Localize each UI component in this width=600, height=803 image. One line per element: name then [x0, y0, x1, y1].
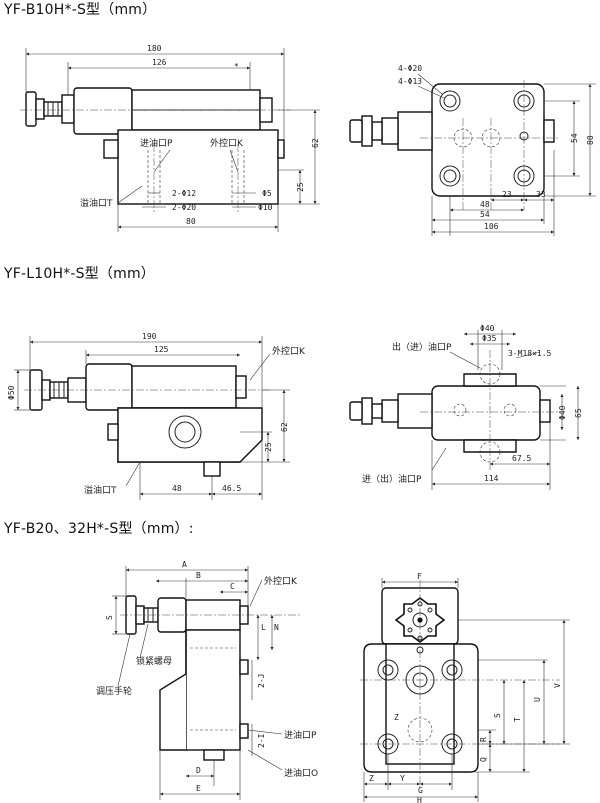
b10-label-ext: 外控口K: [210, 137, 244, 149]
section-title-l10: YF-L10H*-S型（mm）: [4, 266, 156, 282]
l10-front-view: 190 125 Φ50 外控口K 62 25 溢油口T 48 46.5: [7, 332, 306, 500]
b20-label-2I: 2-I: [257, 733, 266, 748]
l10-side-view: Φ40 Φ35 出（进）油口P 3-M18×1.5 Φ40 65 67.5 进（…: [349, 324, 583, 490]
l10-dim-46-5: 46.5: [222, 484, 241, 493]
l10-dim-phi50: Φ50: [7, 385, 16, 400]
b10-mark: *: [234, 62, 239, 71]
b10-side-dim-80v: 80: [586, 135, 595, 145]
b10-label-2phi20: 2-Φ20: [172, 203, 196, 212]
b20-side-dim-H: H: [417, 796, 422, 803]
b10-label-2phi12: 2-Φ12: [172, 189, 196, 198]
b10-label-overflow: 溢油口T: [80, 197, 113, 209]
l10-dim-190: 190: [142, 332, 157, 341]
b20-side-dim-V: V: [553, 683, 562, 688]
b20-side-dim-U: U: [533, 697, 542, 702]
b20-side-dim-G: G: [418, 786, 423, 795]
b20-side-view: F Z Z Y G H S T U V R Q: [360, 572, 570, 803]
b20-dim-N: N: [274, 623, 279, 632]
l10-side-label-m18: 3-M18×1.5: [508, 349, 552, 358]
l10-side-phi40: Φ40: [480, 324, 495, 333]
b20-side-dim-F: F: [417, 572, 422, 581]
l10-label-overflow: 溢油口T: [84, 484, 117, 496]
b10-label-phi10: Φ10: [258, 203, 273, 212]
b20-dim-E: E: [196, 784, 201, 793]
b10-side-dim-54v: 54: [570, 133, 579, 143]
l10-side-label-inout: 进（出）油口P: [362, 473, 422, 485]
l10-side-dim-114: 114: [484, 474, 499, 483]
b20-side-dim-R: R: [479, 737, 488, 742]
b10-side-dim-48: 48: [480, 200, 490, 209]
b20-front-view: A B C S 外控口K L N 锁紧螺母 调压手轮 2-J 2-I 进油口P …: [96, 560, 318, 800]
l10-dim-125: 125: [154, 345, 169, 354]
b10-dim-25: 25: [296, 182, 305, 192]
b20-label-outlet: 进油口O: [284, 767, 318, 779]
section-title-b20: YF-B20、32H*-S型（mm）:: [4, 521, 194, 537]
b10-front-view: 180 126 * 62 25 80 2-Φ12 2-Φ20 Φ5 Φ10 溢油…: [20, 44, 320, 232]
l10-label-ext: 外控口K: [272, 345, 306, 357]
b20-side-dim-Z1: Z: [394, 713, 399, 722]
b20-side-dim-Z2: Z: [369, 774, 374, 783]
l10-dim-25: 25: [264, 442, 273, 452]
b10-dim-126: 126: [152, 58, 167, 67]
l10-side-dim-65: 65: [574, 408, 583, 418]
b10-side-dim-23: 23: [502, 190, 512, 199]
b20-label-2J: 2-J: [257, 674, 266, 688]
l10-dim-62: 62: [280, 422, 289, 432]
b20-dim-C: C: [230, 582, 235, 591]
b20-label-wheel: 调压手轮: [96, 685, 132, 697]
b20-dim-D: D: [196, 766, 201, 775]
l10-side-phi35: Φ35: [482, 334, 497, 343]
b10-label-4phi20: 4-Φ20: [398, 64, 422, 73]
l10-side-phi40v: Φ40: [558, 405, 567, 420]
section-title-b10: YF-B10H*-S型（mm）: [4, 2, 157, 18]
b10-side-dim-54: 54: [480, 210, 490, 219]
b20-side-dim-T: T: [513, 717, 522, 722]
b10-side-dim-106: 106: [484, 222, 499, 231]
b20-dim-L: L: [261, 623, 266, 632]
b10-dim-180: 180: [147, 44, 162, 53]
b20-side-dim-Y: Y: [400, 774, 405, 783]
l10-dim-48: 48: [172, 484, 182, 493]
b10-side-dim-33: 33: [536, 190, 546, 199]
b20-dim-A: A: [182, 560, 187, 569]
b20-side-dim-Q: Q: [479, 757, 488, 762]
b20-side-dim-Sr: S: [493, 713, 502, 718]
b10-label-4phi13: 4-Φ13: [398, 77, 422, 86]
b20-dim-B: B: [196, 571, 201, 580]
b20-label-ext: 外控口K: [264, 575, 298, 587]
b10-label-inlet: 进油口P: [140, 137, 173, 149]
b10-dim-62: 62: [311, 138, 320, 148]
b20-label-inlet: 进油口P: [284, 729, 317, 741]
b20-label-nut: 锁紧螺母: [136, 655, 172, 667]
l10-side-dim-67-5: 67.5: [512, 454, 531, 463]
b20-dim-S: S: [105, 615, 114, 620]
l10-side-label-outin: 出（进）油口P: [392, 341, 452, 353]
b10-dim-80: 80: [186, 217, 196, 226]
b10-side-view: 4-Φ20 4-Φ13 54 80 23 33 48 54 106: [349, 64, 596, 236]
b10-label-phi5: Φ5: [262, 189, 272, 198]
